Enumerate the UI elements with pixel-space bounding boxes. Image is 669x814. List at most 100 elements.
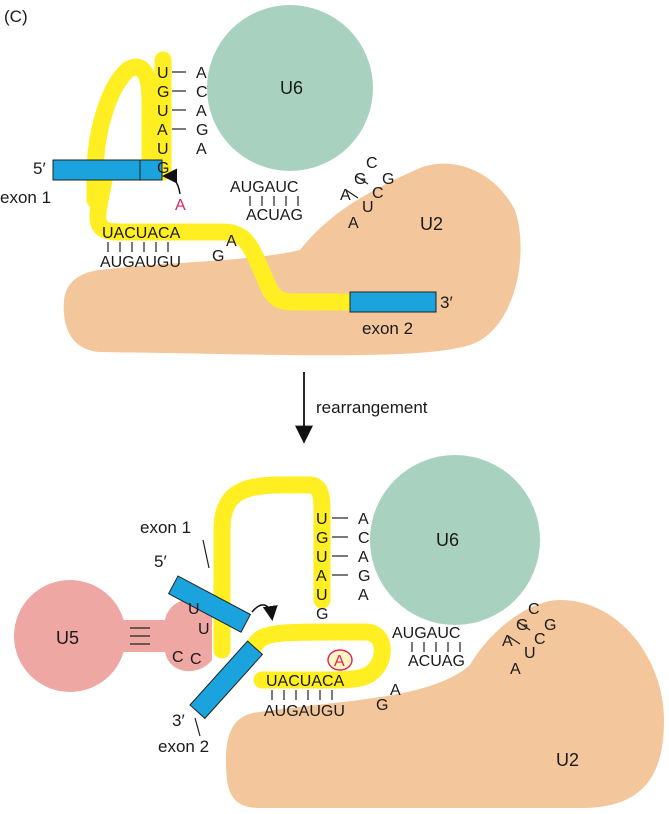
- u5-base: C: [190, 651, 202, 668]
- u5-label: U5: [56, 628, 79, 648]
- u2-snrnp-bottom: [226, 600, 664, 808]
- u2-tail-base: C: [534, 631, 546, 648]
- intron-base: U: [316, 549, 328, 566]
- u6-base: A: [196, 141, 207, 158]
- rearrangement-label: rearrangement: [316, 398, 428, 417]
- u2-tail-base: U: [524, 645, 536, 662]
- u6-base: A: [196, 103, 207, 120]
- u6-label-top: U6: [280, 78, 303, 98]
- intron-base: U: [316, 587, 328, 604]
- three-prime-bottom: 3′: [172, 711, 185, 730]
- intron-row-top: UACUACA: [102, 225, 181, 242]
- intron-base: A: [157, 122, 168, 139]
- u2-tail-base: A: [510, 661, 521, 678]
- panel-label: (C): [4, 7, 28, 26]
- u2-tail-base: A: [348, 215, 359, 232]
- attack-arrow-top: [162, 168, 181, 195]
- intron-loop-top: [86, 58, 359, 311]
- u2-tail-base: U: [362, 199, 374, 216]
- u6-tail-base: C: [528, 601, 540, 618]
- u6-tail-base: A: [340, 187, 351, 204]
- exon2-label-bottom: exon 2: [158, 737, 209, 756]
- u6-base: A: [358, 549, 369, 566]
- u2-bottom-row-top: AUGAUGU: [100, 254, 181, 271]
- u5-stem: [118, 599, 212, 672]
- u6-row-bottom: AUGAUC: [392, 625, 460, 642]
- u6-snrnp-top: [207, 5, 373, 171]
- intron-base: G: [316, 530, 328, 547]
- a-bulge-bottom: A: [390, 682, 401, 699]
- intron-base: U: [157, 141, 169, 158]
- u6-label-bottom: U6: [436, 530, 459, 550]
- exon1-box-bottom: [167, 575, 252, 633]
- u6-tail-base: A: [502, 633, 513, 650]
- intron-u2-ticks-top: [107, 242, 169, 252]
- intron-loop-bottom-outer: [213, 476, 331, 659]
- intron-base: G: [157, 84, 169, 101]
- intron-base: G: [316, 606, 328, 623]
- u6-tail-base: C: [366, 155, 378, 172]
- u6-u2-ticks-bottom: [411, 642, 461, 652]
- base-pair-tick: [355, 175, 369, 185]
- u6-base: G: [358, 568, 370, 585]
- exon1-junction-top: [139, 159, 163, 181]
- u5-base: C: [172, 649, 184, 666]
- intron-u2-ticks-bottom: [271, 690, 333, 700]
- u2-label-top: U2: [420, 214, 443, 234]
- intron-base: U: [157, 65, 169, 82]
- branch-a-ring-bottom: [327, 649, 353, 671]
- intron-base: A: [316, 568, 327, 585]
- five-prime-top: 5′: [33, 159, 46, 178]
- u5-ticks: [130, 627, 150, 645]
- u2-label-bottom: U2: [556, 750, 579, 770]
- base-pair-tick: [507, 635, 521, 645]
- g-bulge-bottom: G: [376, 697, 388, 714]
- base-pair-tick: [345, 189, 359, 199]
- five-prime-bottom: 5′: [154, 552, 167, 571]
- u2-tail-base: G: [544, 617, 556, 634]
- intron-base: U: [316, 511, 328, 528]
- intron-base: U: [157, 103, 169, 120]
- intron-row-bottom: UACUACA: [266, 673, 345, 690]
- base-pair-tick: [517, 621, 531, 631]
- u6-base: C: [196, 84, 208, 101]
- exon2-box-bottom: [189, 640, 264, 720]
- rearrangement-arrow: rearrangement: [295, 372, 428, 444]
- u2-row-top: ACUAG: [246, 207, 303, 224]
- intron-loop-bottom-inner: [246, 623, 391, 689]
- u6-base: G: [196, 122, 208, 139]
- branch-a-bottom: A: [334, 653, 345, 670]
- u2-row-bottom: ACUAG: [408, 653, 465, 670]
- exon1-box-top: [52, 159, 154, 181]
- a-bulge-top: A: [226, 233, 237, 250]
- u6-row-top: AUGAUC: [230, 179, 298, 196]
- exon1-label-bottom: exon 1: [140, 518, 191, 537]
- exon2-box-top: [349, 291, 437, 313]
- u6-base: A: [196, 65, 207, 82]
- three-prime-top: 3′: [440, 293, 453, 312]
- u5-base: U: [198, 621, 210, 638]
- u6-base: C: [358, 530, 370, 547]
- u2-bottom-row-bottom: AUGAUGU: [264, 703, 345, 720]
- attack-arrow-bottom: [251, 604, 278, 621]
- g-bulge-top: G: [212, 248, 224, 265]
- u5-base: U: [188, 601, 200, 618]
- branch-a-top: A: [175, 197, 186, 214]
- u6-base: A: [358, 511, 369, 528]
- u6-base: A: [358, 587, 369, 604]
- u2-tail-base: C: [372, 185, 384, 202]
- u2-tail-base: G: [382, 171, 394, 188]
- exon2-label-top: exon 2: [362, 319, 413, 338]
- u6-u2-ticks-top: [249, 196, 299, 206]
- exon1-label-top: exon 1: [0, 188, 51, 207]
